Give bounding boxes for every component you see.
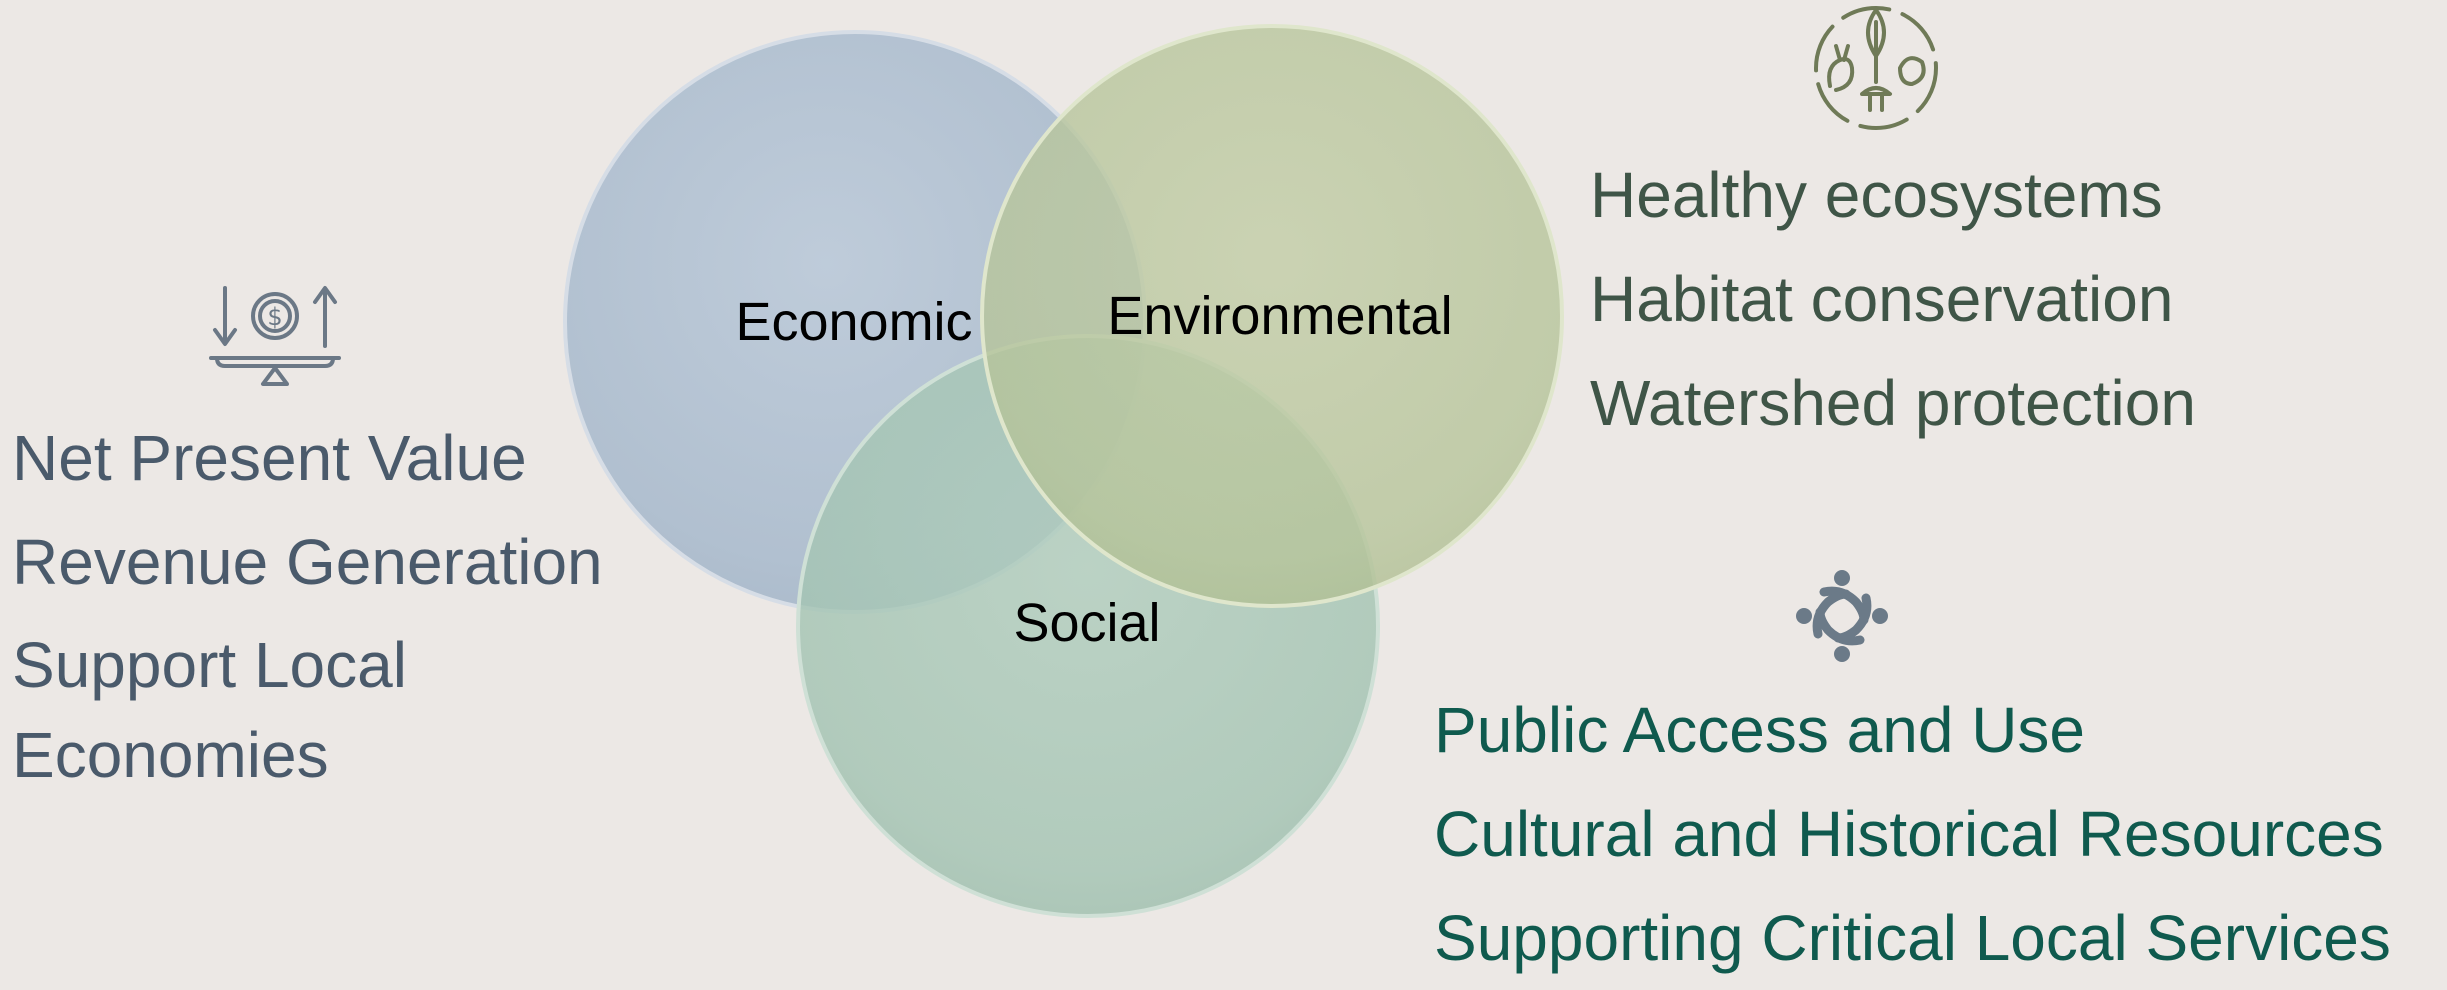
economic-list: Net Present Value Revenue Generation Sup… — [12, 406, 612, 800]
social-label: Social — [1013, 593, 1161, 653]
ecosystem-icon — [1814, 6, 1938, 130]
social-item: Supporting Critical Local Services — [1434, 902, 2391, 974]
svg-text:$: $ — [267, 303, 282, 331]
environmental-circle — [980, 24, 1564, 608]
environmental-item: Habitat conservation — [1590, 263, 2174, 335]
environmental-item: Healthy ecosystems — [1590, 159, 2163, 231]
community-people-icon — [1796, 570, 1888, 662]
social-item: Public Access and Use — [1434, 694, 2085, 766]
social-item: Cultural and Historical Resources — [1434, 798, 2384, 870]
balance-scale-dollar-icon: $ — [209, 286, 341, 386]
economic-item: Support Local Economies — [12, 629, 407, 791]
economic-item: Revenue Generation — [12, 526, 603, 598]
economic-item: Net Present Value — [12, 422, 527, 494]
environmental-list: Healthy ecosystems Habitat conservation … — [1590, 143, 2196, 455]
economic-label: Economic — [735, 292, 973, 352]
environmental-item: Watershed protection — [1590, 367, 2196, 439]
social-list: Public Access and Use Cultural and Histo… — [1434, 678, 2391, 990]
environmental-label: Environmental — [1107, 286, 1453, 346]
